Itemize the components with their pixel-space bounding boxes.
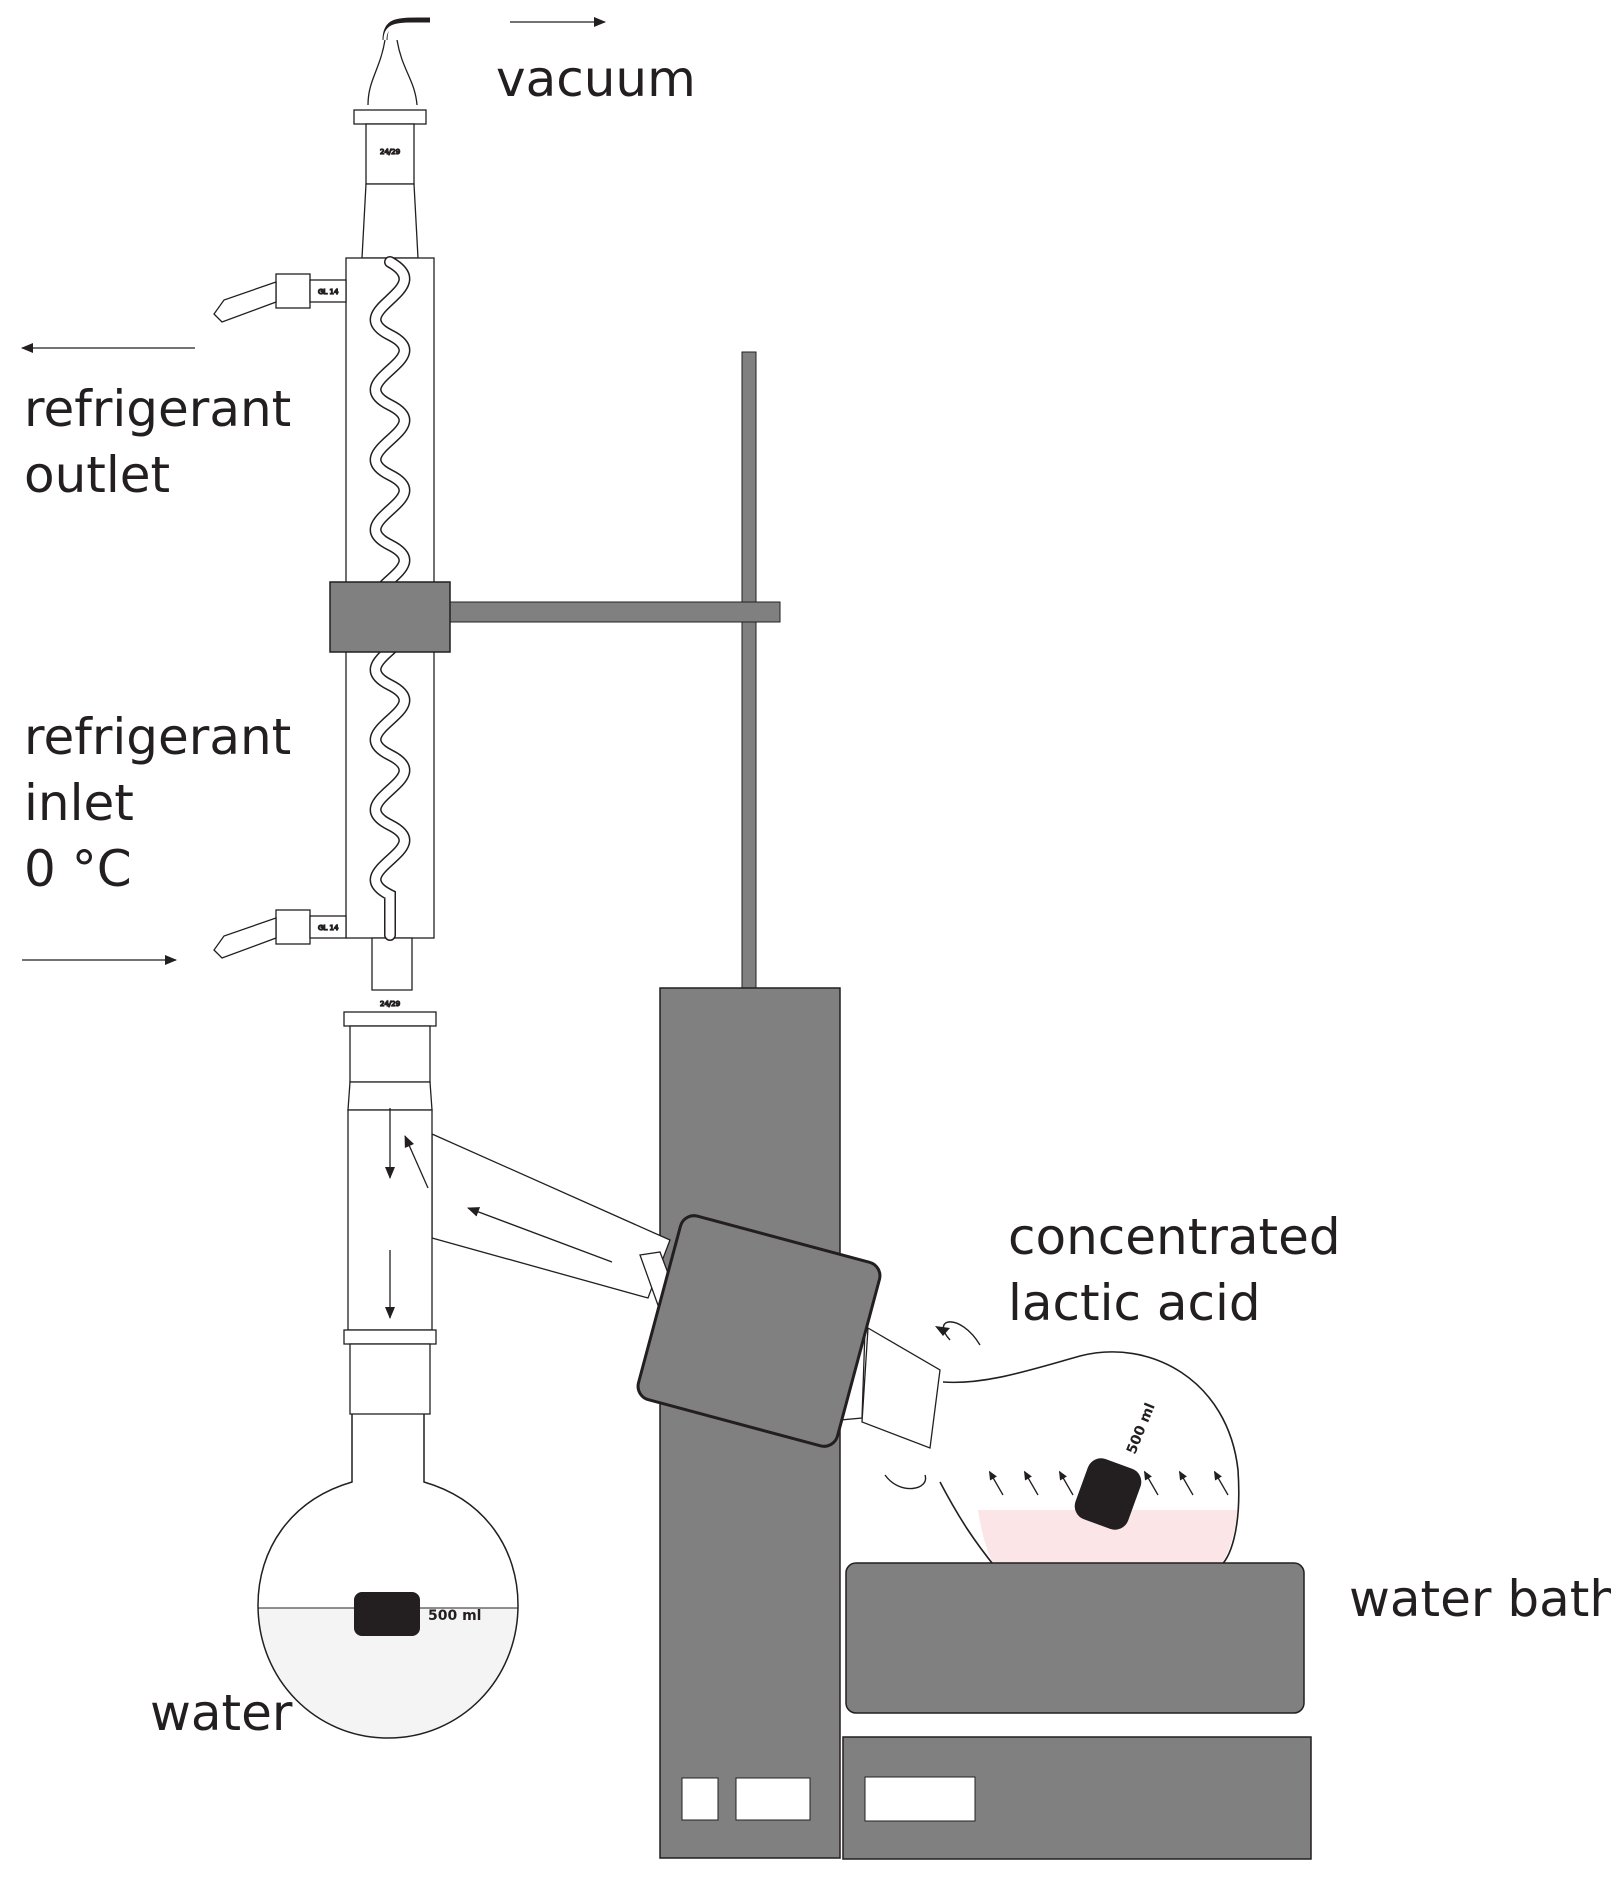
port-upper-mark: GL 14: [318, 288, 339, 296]
port-lower-mark: GL 14: [318, 924, 339, 932]
rotation-arrow: [884, 1321, 981, 1490]
label-water: water: [150, 1684, 293, 1742]
label-concentrated-2: lactic acid: [1008, 1274, 1261, 1332]
receiving-flask: [257, 1414, 519, 1739]
water-bath-top: [845, 1562, 1305, 1714]
rotation-motor: [636, 1214, 882, 1448]
clamp-arm: [439, 601, 781, 623]
joint-top-mark: 24/29: [380, 148, 400, 156]
label-refrigerant-inlet-1: refrigerant: [24, 708, 291, 766]
receiving-flask-liquid: [258, 1608, 518, 1738]
receiving-stir-bar: [354, 1592, 420, 1636]
stand-rod: [741, 351, 757, 993]
joint-bottom-mark: 24/29: [380, 1000, 400, 1008]
label-refrigerant-inlet-2: inlet: [24, 774, 134, 832]
label-refrigerant-outlet-2: outlet: [24, 446, 170, 504]
label-concentrated-1: concentrated: [1008, 1208, 1341, 1266]
label-water-bath: water bath: [1349, 1570, 1611, 1628]
vapor-rise-arrow: [404, 1135, 429, 1189]
receiving-flask-volume: 500 ml: [428, 1608, 481, 1624]
water-bath-display: [864, 1776, 976, 1822]
evaporating-flask-liquid: [978, 1510, 1238, 1568]
evaporating-flask: [939, 1351, 1240, 1569]
label-refrigerant-outlet-1: refrigerant: [24, 380, 291, 438]
evaporating-flask-volume: 500 ml: [1124, 1401, 1159, 1457]
label-refrigerant-inlet-temp: 0 °C: [24, 840, 132, 898]
label-vacuum: vacuum: [496, 50, 696, 108]
condenser-clamp: [329, 581, 451, 653]
evaporating-stir-bar: [1074, 1458, 1142, 1530]
tower-indicator-2: [735, 1777, 811, 1821]
tower-indicator-1: [681, 1777, 719, 1821]
vapor-flow-arrow-duct: [467, 1207, 613, 1263]
